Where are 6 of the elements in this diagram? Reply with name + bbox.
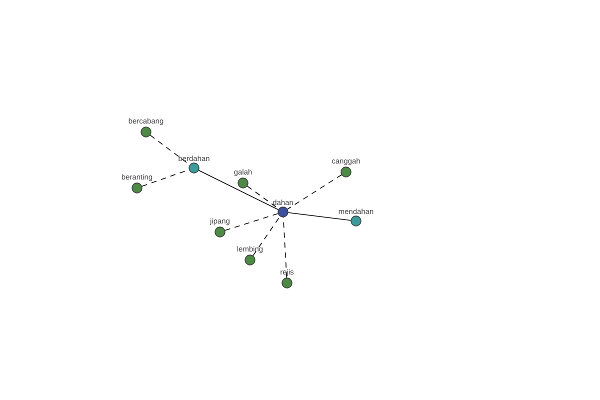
connector-line [288,212,352,221]
connector-line [252,216,280,256]
connector-line [198,170,279,210]
connector-line [224,213,278,231]
connector-line [282,216,288,278]
connector-line [287,174,342,210]
